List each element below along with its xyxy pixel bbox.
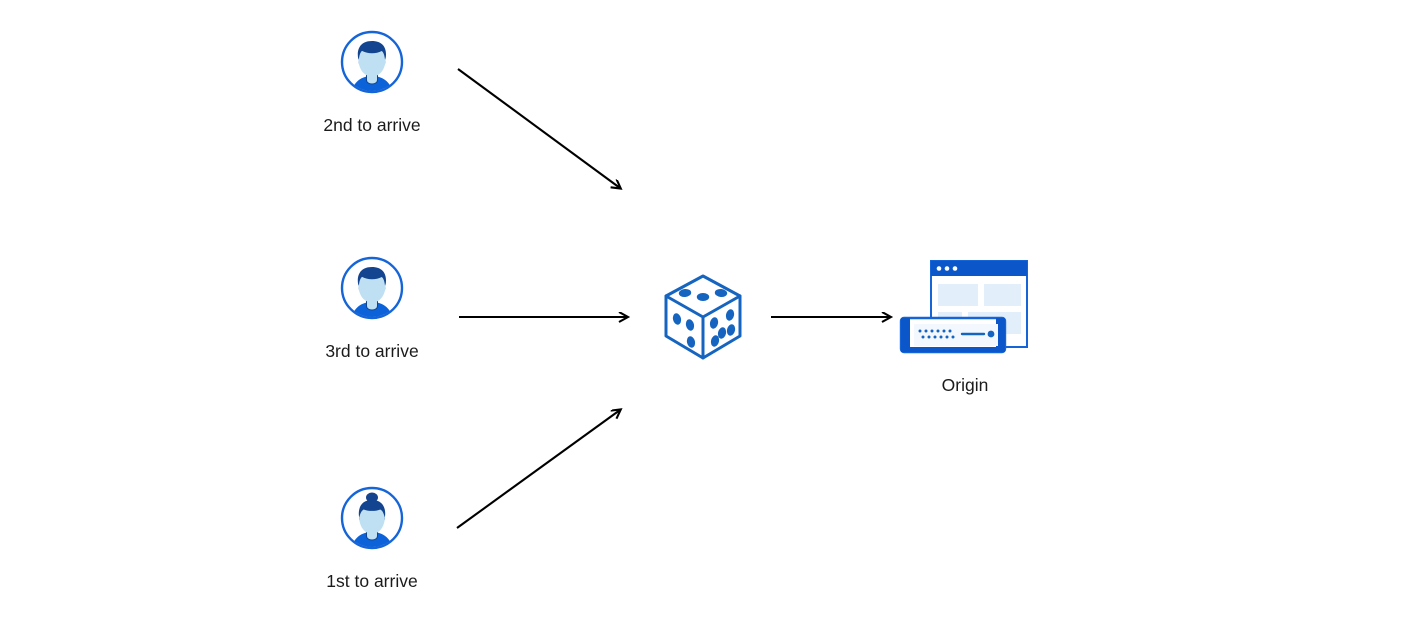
server-appliance xyxy=(899,316,1007,354)
client-node-bottom[interactable]: 1st to arrive xyxy=(326,486,418,591)
client-label-bottom: 1st to arrive xyxy=(326,571,418,591)
random-selector-node[interactable] xyxy=(662,272,744,362)
arrow-bottom-to-dice xyxy=(456,410,620,529)
server-browser-icon xyxy=(899,260,1028,354)
dice-icon xyxy=(664,274,742,360)
user-avatar-icon xyxy=(340,30,404,94)
client-label-middle: 3rd to arrive xyxy=(325,341,419,361)
user-avatar-icon xyxy=(340,486,404,550)
client-node-top[interactable]: 2nd to arrive xyxy=(323,30,421,135)
origin-label: Origin xyxy=(941,375,989,395)
client-label-top: 2nd to arrive xyxy=(323,115,421,135)
client-node-middle[interactable]: 3rd to arrive xyxy=(325,256,419,361)
origin-node[interactable]: Origin xyxy=(898,258,1033,395)
user-avatar-icon xyxy=(340,256,404,320)
